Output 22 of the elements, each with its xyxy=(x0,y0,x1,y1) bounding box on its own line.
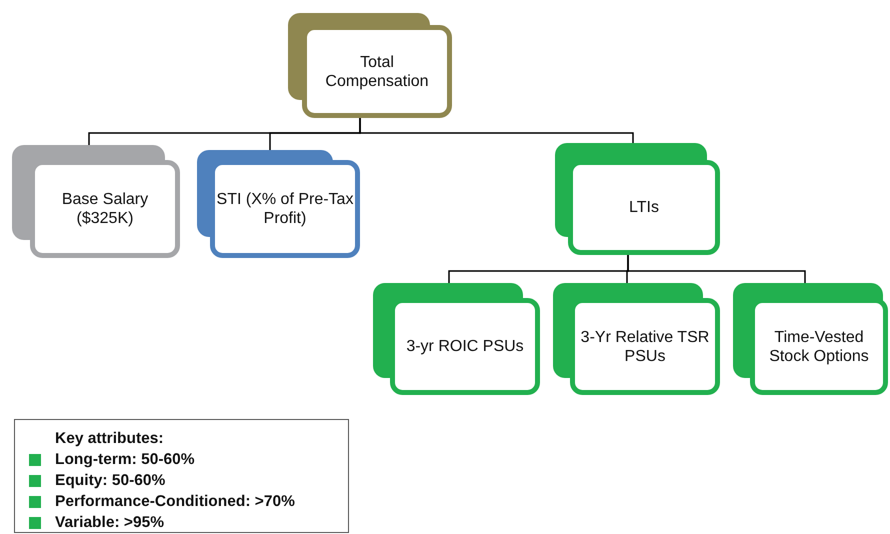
card-label: LTIs xyxy=(629,198,659,217)
card-label: Total Compensation xyxy=(324,52,430,90)
stacked-card xyxy=(373,283,540,395)
connector xyxy=(627,255,806,283)
panel-heading: Key attributes: xyxy=(55,430,164,448)
attribute-text: Performance-Conditioned: >70% xyxy=(55,492,295,510)
stacked-card xyxy=(12,145,180,258)
card-label: 3-yr ROIC PSUs xyxy=(406,337,524,356)
card-label: STI (X% of Pre-Tax Profit) xyxy=(216,190,354,228)
card-label: 3-Yr Relative TSR PSUs xyxy=(580,328,710,366)
stacked-card xyxy=(288,13,452,118)
stacked-card xyxy=(555,143,720,255)
stacked-card xyxy=(197,150,360,258)
attribute-text: Variable: >95% xyxy=(55,514,164,532)
attributes-panel xyxy=(14,419,349,533)
card-label: Base Salary ($325K) xyxy=(60,190,150,228)
connector xyxy=(359,118,634,143)
attribute-text: Equity: 50-60% xyxy=(55,472,166,490)
card-label: Time-Vested Stock Options xyxy=(768,328,870,366)
attribute-text: Long-term: 50-60% xyxy=(55,450,195,468)
stacked-card xyxy=(733,283,888,395)
stacked-card xyxy=(553,283,720,395)
